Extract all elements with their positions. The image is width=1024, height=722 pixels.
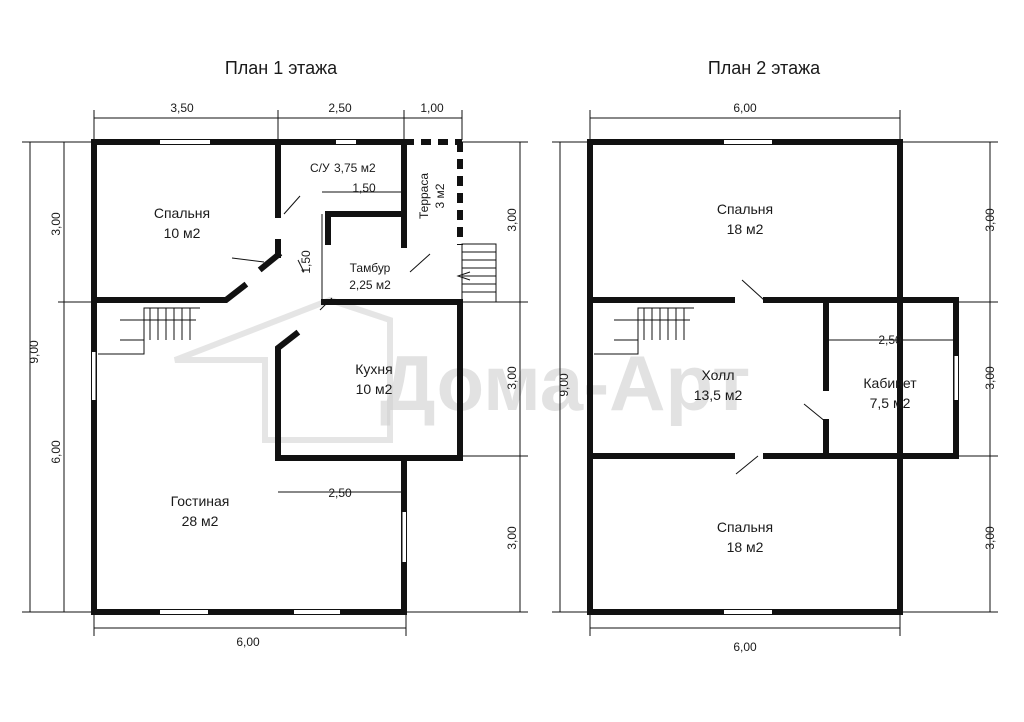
plan-1-dim-right-middle: 3,00	[505, 366, 519, 390]
plan-2-left-dimensions: 9,00	[552, 141, 592, 613]
plan-1-right-dimensions: 3,00 3,00 3,00	[406, 141, 528, 613]
plan-2-dim-bottom: 6,00	[733, 640, 757, 654]
plan-1-dim-top-b: 2,50	[328, 101, 352, 115]
room-vestibule-area: 2,25 м2	[349, 278, 391, 292]
plan-2-windows	[724, 140, 958, 614]
plan-2-dim-right-upper: 3,00	[983, 208, 997, 232]
plan-1-dim-right-lower: 3,00	[505, 526, 519, 550]
room-living-area: 28 м2	[182, 513, 219, 529]
room-bathroom-area: 3,75 м2	[334, 161, 376, 175]
plan-1-dim-left-total: 9,00	[27, 340, 41, 364]
plan-2-inner-dimensions: 2,50	[826, 333, 956, 347]
room-bedroom-lower-area: 18 м2	[727, 539, 764, 555]
plan-2-dim-cabinet: 2,50	[878, 333, 902, 347]
room-living-name: Гостиная	[171, 493, 230, 509]
room-bedroom-1-area: 10 м2	[164, 225, 201, 241]
room-bathroom-name: С/У	[310, 161, 330, 175]
plan-2-dim-top: 6,00	[733, 101, 757, 115]
plan-1-dim-right-upper: 3,00	[505, 208, 519, 232]
room-terrace-name: Терраса	[417, 173, 431, 219]
plan-2-dim-right-middle: 3,00	[983, 366, 997, 390]
plan-2-dim-left-total: 9,00	[557, 373, 571, 397]
room-bedroom-1-name: Спальня	[154, 205, 210, 221]
plan-2-room-labels: Спальня 18 м2 Холл 13,5 м2 Кабинет 7,5 м…	[694, 201, 917, 555]
plan-1-dim-tambur: 1,50	[299, 250, 313, 274]
room-bedroom-lower-name: Спальня	[717, 519, 773, 535]
plan-1-bottom-dimensions: 6,00	[93, 614, 407, 649]
room-kitchen-area: 10 м2	[356, 381, 393, 397]
plan-1-dim-left-lower: 6,00	[49, 440, 63, 464]
plan-second-floor: План 2 этажа 6,00 9,00 3,00 3,00 3,00	[552, 58, 998, 654]
plan-1-title: План 1 этажа	[225, 58, 338, 78]
watermark: Дома-Арт	[173, 296, 750, 443]
plan-1-windows	[92, 140, 406, 614]
room-terrace-area: 3 м2	[433, 183, 447, 208]
plan-2-doors-stairs	[594, 279, 827, 475]
plan-1-inner-dimensions: 1,50 1,50 2,50	[278, 181, 404, 500]
room-hall-area: 13,5 м2	[694, 387, 743, 403]
plan-1-dim-su: 1,50	[352, 181, 376, 195]
room-bedroom-upper-name: Спальня	[717, 201, 773, 217]
room-vestibule-name: Тамбур	[350, 261, 391, 275]
plan-2-dim-right-lower: 3,00	[983, 526, 997, 550]
plan-2-right-dimensions: 3,00 3,00 3,00	[900, 141, 998, 613]
plan-1-left-dimensions: 9,00 3,00 6,00	[22, 141, 96, 613]
plan-1-dim-bottom: 6,00	[236, 635, 260, 649]
plan-1-dim-living: 2,50	[328, 486, 352, 500]
watermark-text: Дома-Арт	[380, 339, 750, 427]
plan-2-top-dimensions: 6,00	[589, 101, 901, 140]
plan-1-room-labels: Спальня 10 м2 С/У 3,75 м2 Терраса 3 м2 Т…	[154, 161, 447, 529]
plan-2-bottom-dimensions: 6,00	[589, 614, 901, 654]
plan-2-title: План 2 этажа	[708, 58, 821, 78]
plan-first-floor: План 1 этажа 3,50 2,50 1,00 9,00 3,00 6,…	[22, 58, 528, 649]
plan-1-dim-top-c: 1,00	[420, 101, 444, 115]
plan-1-dim-left-upper: 3,00	[49, 212, 63, 236]
room-bedroom-upper-area: 18 м2	[727, 221, 764, 237]
plan-1-dim-top-a: 3,50	[170, 101, 194, 115]
plan-1-doors-stairs	[98, 195, 497, 355]
plan-1-top-dimensions: 3,50 2,50 1,00	[93, 101, 463, 140]
room-kitchen-name: Кухня	[355, 361, 392, 377]
room-study-area: 7,5 м2	[870, 395, 911, 411]
room-hall-name: Холл	[702, 367, 735, 383]
room-study-name: Кабинет	[863, 375, 917, 391]
